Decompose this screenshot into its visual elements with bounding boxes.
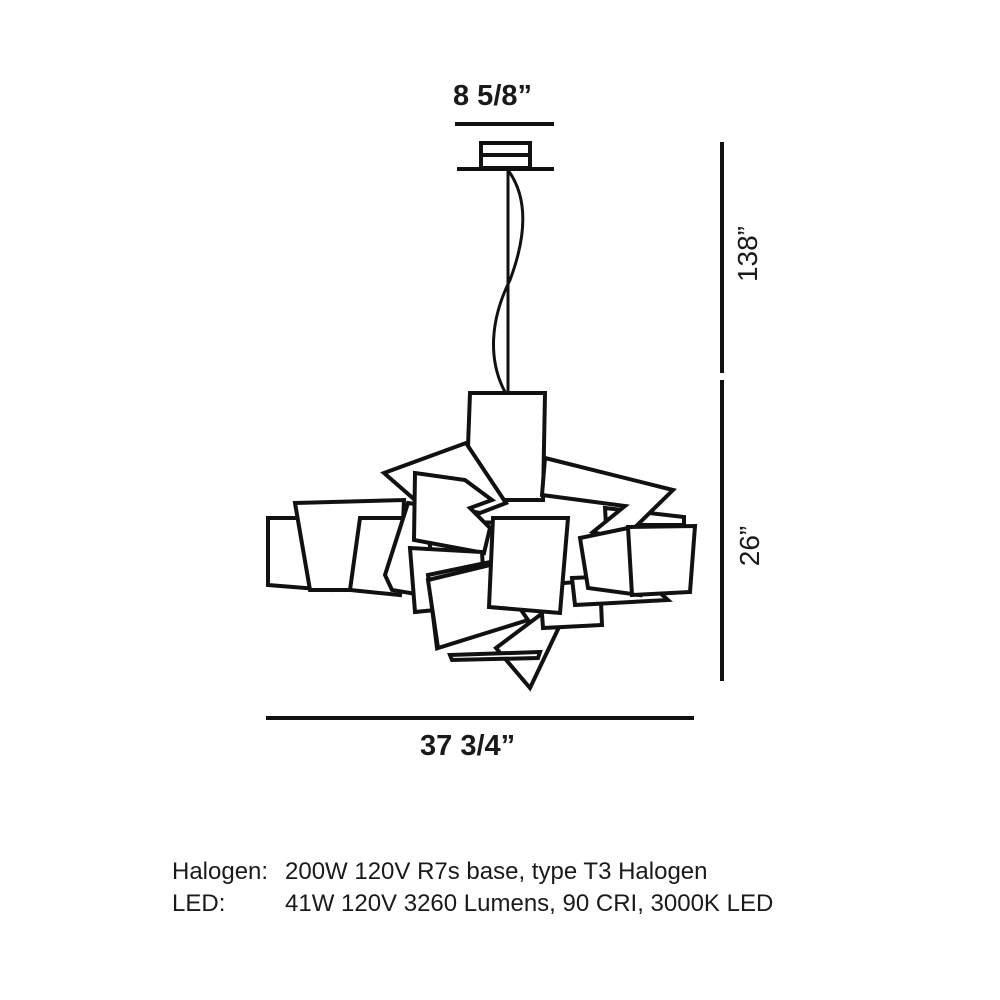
spec-row-halogen: Halogen: 200W 120V R7s base, type T3 Hal… — [172, 856, 773, 888]
spec-value: 41W 120V 3260 Lumens, 90 CRI, 3000K LED — [285, 890, 774, 917]
canopy-width-label: 8 5/8” — [453, 80, 532, 112]
fixture-panels — [266, 391, 698, 692]
power-cord — [492, 169, 525, 393]
fixture-width-label: 37 3/4” — [420, 730, 516, 762]
spec-label: Halogen: — [172, 858, 269, 885]
lamp-specifications: Halogen: 200W 120V R7s base, type T3 Hal… — [172, 856, 773, 920]
fixture-height-label: 26” — [734, 525, 765, 567]
spec-label: LED: — [172, 890, 226, 917]
spec-value: 200W 120V R7s base, type T3 Halogen — [285, 858, 708, 885]
overall-length-label: 138” — [732, 225, 763, 283]
spec-row-led: LED: 41W 120V 3260 Lumens, 90 CRI, 3000K… — [172, 888, 773, 920]
